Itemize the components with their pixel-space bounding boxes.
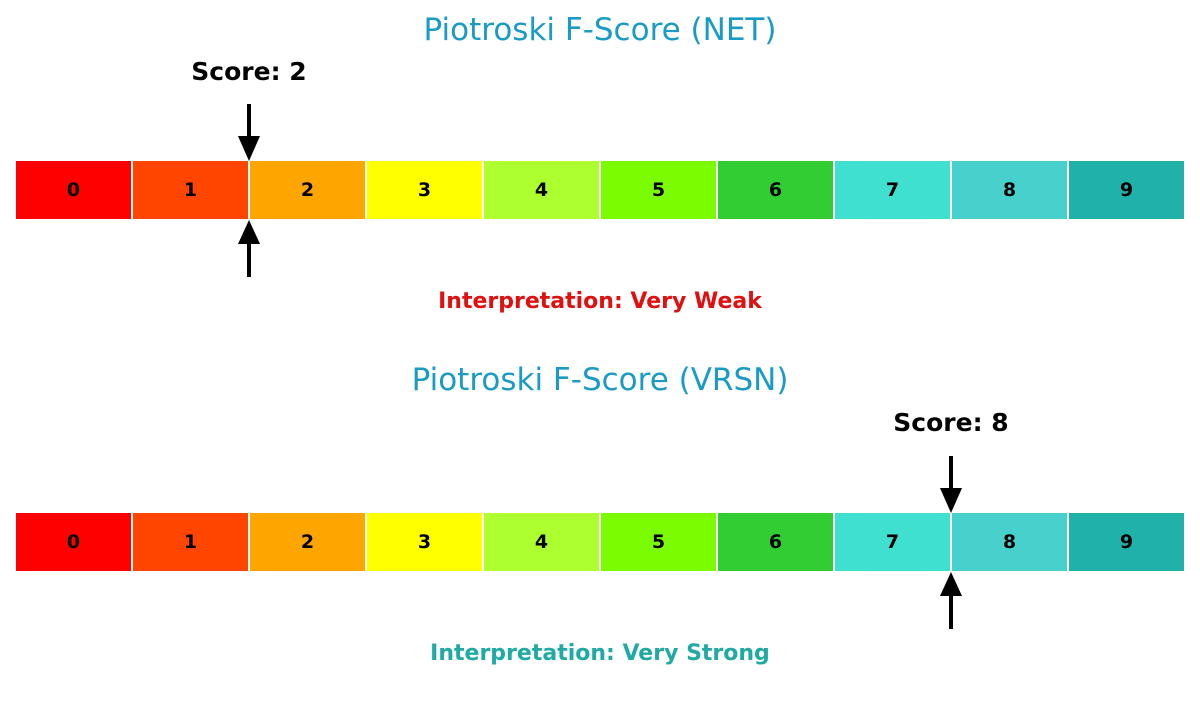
score-segment-5: 5 bbox=[601, 513, 718, 571]
chart-title-vrsn: Piotroski F-Score (VRSN) bbox=[411, 362, 789, 398]
score-segment-8: 8 bbox=[952, 513, 1069, 571]
score-segment-5: 5 bbox=[601, 161, 718, 219]
score-segment-8: 8 bbox=[952, 161, 1069, 219]
score-segment-6: 6 bbox=[718, 513, 835, 571]
score-segment-1: 1 bbox=[133, 513, 250, 571]
score-segment-1: 1 bbox=[133, 161, 250, 219]
score-segment-0: 0 bbox=[16, 161, 133, 219]
up-arrow-icon bbox=[940, 572, 962, 629]
interpretation-net: Interpretation: Very Weak bbox=[438, 289, 762, 314]
score-label-net: Score: 2 bbox=[191, 57, 307, 86]
interpretation-vrsn: Interpretation: Very Strong bbox=[430, 641, 770, 666]
score-segment-9: 9 bbox=[1069, 513, 1184, 571]
score-segment-3: 3 bbox=[367, 161, 484, 219]
up-arrow-icon bbox=[238, 220, 260, 277]
score-segment-3: 3 bbox=[367, 513, 484, 571]
score-segment-6: 6 bbox=[718, 161, 835, 219]
down-arrow-icon bbox=[940, 456, 962, 513]
score-segment-4: 4 bbox=[484, 513, 601, 571]
score-segment-4: 4 bbox=[484, 161, 601, 219]
score-segment-7: 7 bbox=[835, 161, 952, 219]
score-label-vrsn: Score: 8 bbox=[893, 408, 1009, 437]
score-segment-2: 2 bbox=[250, 161, 367, 219]
chart-title-net: Piotroski F-Score (NET) bbox=[423, 12, 777, 48]
score-segment-9: 9 bbox=[1069, 161, 1184, 219]
down-arrow-icon bbox=[238, 104, 260, 161]
score-segment-2: 2 bbox=[250, 513, 367, 571]
score-segment-0: 0 bbox=[16, 513, 133, 571]
score-segment-7: 7 bbox=[835, 513, 952, 571]
